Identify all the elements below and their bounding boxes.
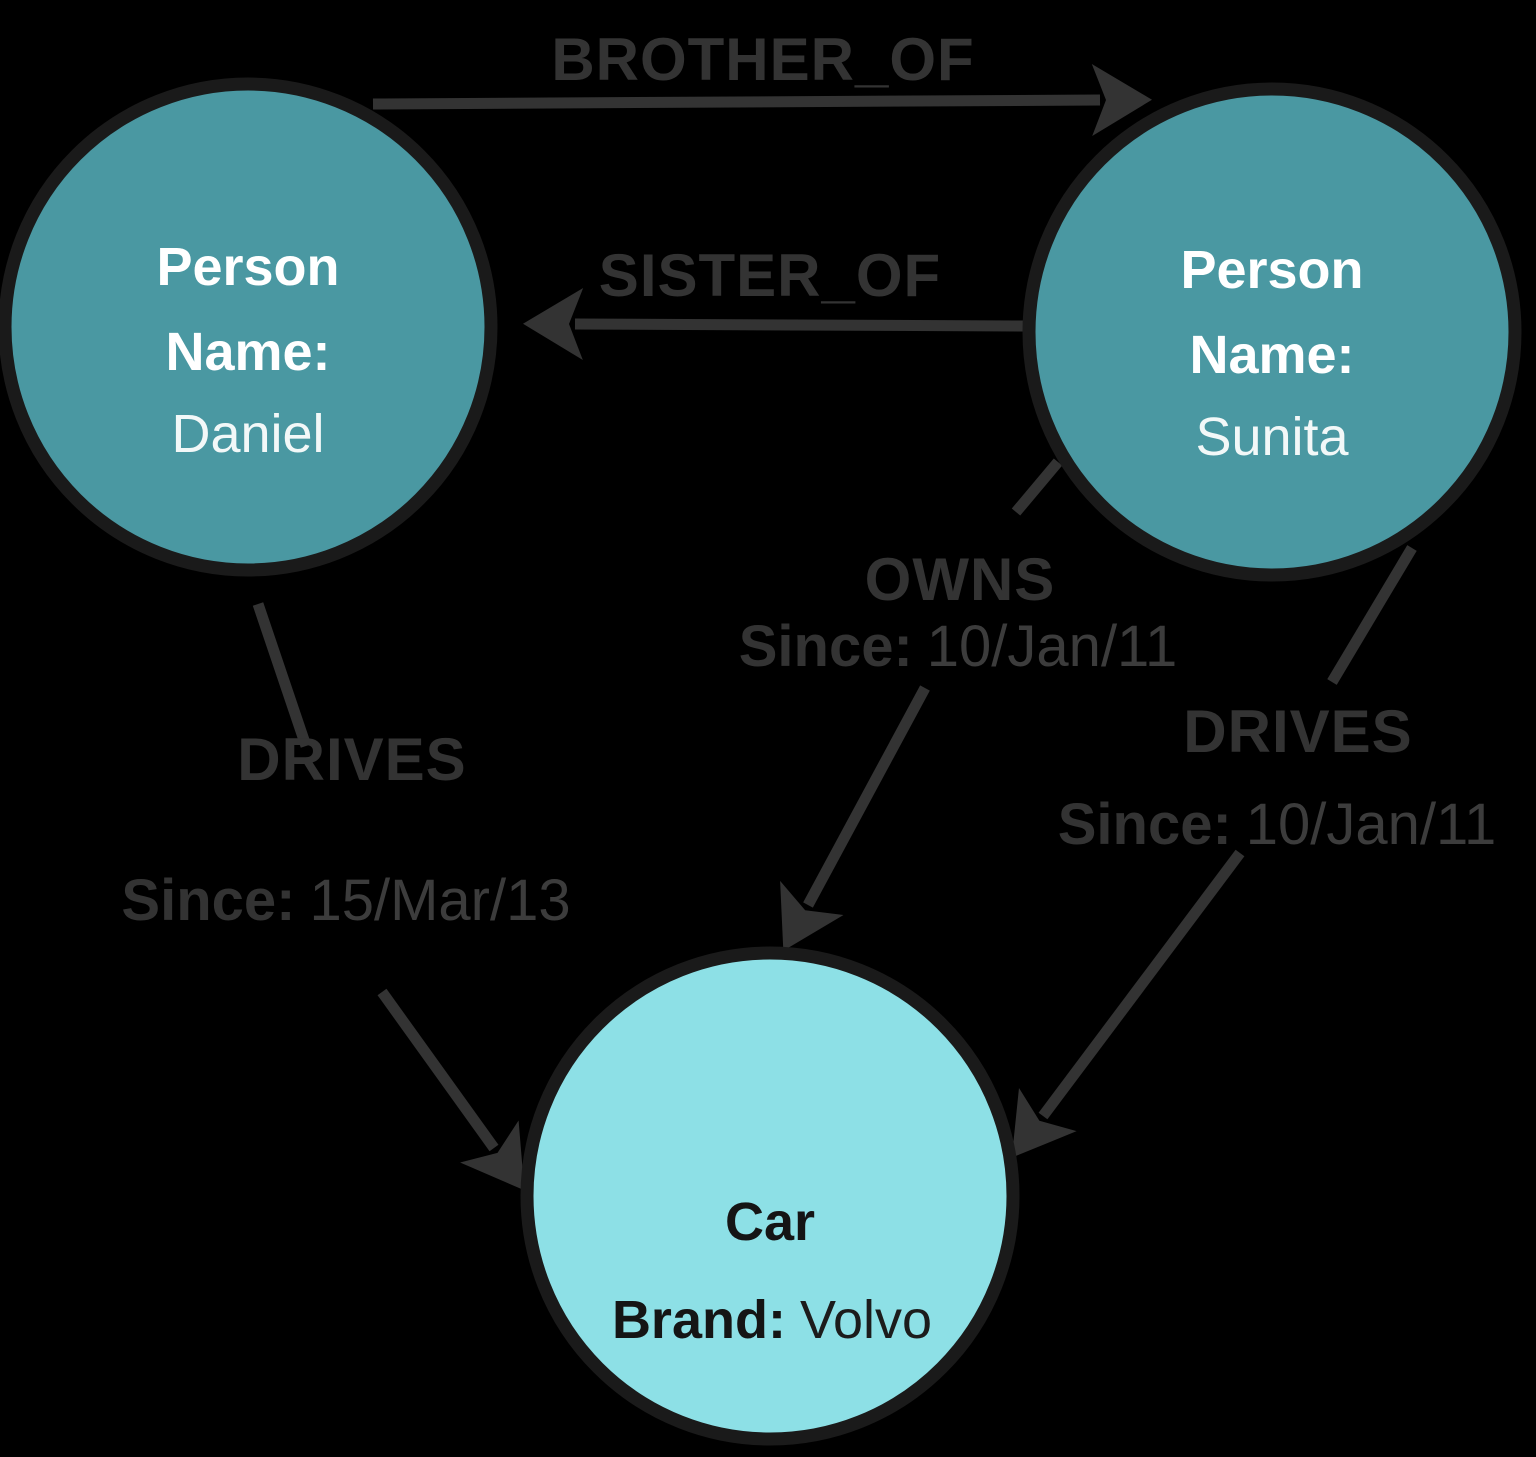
- owns-stub-line: [1011, 458, 1063, 516]
- person-sunita-name-value: Sunita: [1195, 407, 1349, 467]
- brother-of-arrow: [372, 64, 1152, 137]
- edge-drives-sunita: DRIVES Since:10/Jan/11: [1011, 545, 1497, 1158]
- person-sunita-circle: [1022, 82, 1522, 582]
- sister-of-arrow: [523, 288, 1029, 361]
- node-car-volvo: Car Brand:Volvo: [520, 946, 1020, 1446]
- node-person-daniel: Person Name: Daniel: [0, 77, 498, 577]
- drives-sunita-arrow: [1011, 849, 1245, 1158]
- sister-of-label: SISTER_OF: [599, 242, 941, 309]
- person-daniel-circle: [0, 77, 498, 577]
- person-daniel-type-label: Person: [156, 237, 339, 297]
- edge-drives-daniel: DRIVES Since:15/Mar/13: [121, 602, 571, 1191]
- car-brand-key: Brand:: [612, 1290, 786, 1350]
- owns-property-label: Since:10/Jan/11: [739, 614, 1178, 679]
- drives-daniel-stub-line: [252, 602, 312, 748]
- brother-of-label: BROTHER_OF: [551, 26, 974, 93]
- car-brand-value: Volvo: [800, 1290, 932, 1350]
- edge-brother-of: BROTHER_OF: [372, 26, 1152, 137]
- edge-owns: OWNS Since:10/Jan/11: [739, 458, 1178, 951]
- node-person-sunita: Person Name: Sunita: [1022, 82, 1522, 582]
- drives-daniel-property-label: Since:15/Mar/13: [121, 868, 570, 933]
- owns-property-key: Since:: [739, 614, 913, 679]
- drives-daniel-arrow: [377, 988, 525, 1191]
- car-circle: [520, 946, 1020, 1446]
- drives-daniel-property-key: Since:: [121, 868, 295, 933]
- person-sunita-property-key: Name:: [1189, 325, 1354, 385]
- owns-label: OWNS: [865, 546, 1056, 613]
- drives-sunita-property-key: Since:: [1058, 792, 1232, 857]
- person-daniel-property-key: Name:: [165, 322, 330, 382]
- drives-sunita-stub-line: [1327, 545, 1417, 685]
- car-brand-label: Brand:Volvo: [612, 1290, 932, 1350]
- owns-arrow: [780, 685, 930, 951]
- person-sunita-type-label: Person: [1180, 240, 1363, 300]
- drives-sunita-property-label: Since:10/Jan/11: [1058, 792, 1497, 857]
- drives-daniel-label: DRIVES: [237, 726, 466, 793]
- person-daniel-name-value: Daniel: [171, 404, 324, 464]
- drives-sunita-property-value: 10/Jan/11: [1246, 792, 1496, 857]
- owns-property-value: 10/Jan/11: [927, 614, 1177, 679]
- car-type-label: Car: [725, 1192, 815, 1252]
- drives-daniel-property-value: 15/Mar/13: [309, 868, 570, 933]
- drives-sunita-label: DRIVES: [1183, 698, 1412, 765]
- edge-sister-of: SISTER_OF: [523, 242, 1029, 361]
